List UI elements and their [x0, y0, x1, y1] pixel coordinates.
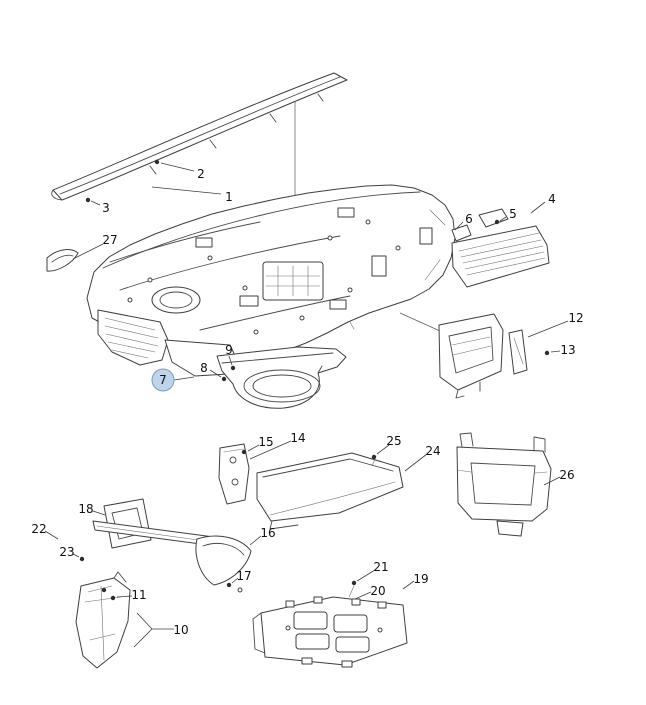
leader-line-2 — [160, 162, 195, 172]
callout-25[interactable]: 25 — [386, 434, 401, 448]
side-bracket-part — [218, 443, 250, 505]
fastener-dot — [241, 449, 247, 455]
fastener-dot — [110, 595, 116, 601]
fastener-dot — [221, 376, 227, 382]
corner-trim-part — [46, 249, 79, 272]
leader-line-6 — [454, 221, 464, 231]
callout-22[interactable]: 22 — [31, 522, 46, 536]
leader-line-9 — [228, 355, 233, 366]
glovebox-tray-part — [216, 346, 347, 409]
callout-16[interactable]: 16 — [260, 526, 275, 540]
callout-8[interactable]: 8 — [200, 361, 208, 375]
callout-20[interactable]: 20 — [370, 584, 385, 598]
callout-12[interactable]: 12 — [568, 311, 583, 325]
column-trim-part — [195, 535, 252, 593]
callout-6[interactable]: 6 — [465, 212, 473, 226]
leader-line-13 — [550, 350, 561, 353]
leader-line-7 — [173, 376, 195, 381]
callout-3[interactable]: 3 — [102, 201, 110, 215]
leader-line-21 — [356, 569, 376, 582]
leader-line-25 — [376, 444, 390, 455]
leader-line-14 — [249, 440, 292, 460]
callout-9[interactable]: 9 — [225, 343, 233, 357]
leader-line-16 — [249, 535, 262, 546]
callout-27[interactable]: 27 — [102, 233, 117, 247]
center-stack-part — [438, 313, 528, 399]
fastener-dot — [154, 159, 160, 165]
callout-5[interactable]: 5 — [509, 207, 517, 221]
fastener-dot — [101, 587, 107, 593]
fastener-dot — [85, 197, 91, 203]
leader-line-23 — [72, 553, 80, 558]
callout-2[interactable]: 2 — [197, 167, 205, 181]
callout-11[interactable]: 11 — [131, 588, 146, 602]
leader-line-5 — [499, 216, 507, 222]
callout-1[interactable]: 1 — [225, 190, 233, 204]
fastener-dot — [226, 582, 232, 588]
fastener-dot — [351, 580, 357, 586]
fastener-dot — [79, 556, 85, 562]
lower-center-panel-part — [252, 585, 408, 668]
callout-15[interactable]: 15 — [258, 435, 273, 449]
leader-line-8 — [209, 369, 222, 378]
callout-highlight — [151, 368, 175, 392]
leader-line-20 — [354, 591, 372, 600]
callout-10[interactable]: 10 — [173, 623, 188, 637]
callout-19[interactable]: 19 — [413, 572, 428, 586]
fastener-dot — [371, 454, 377, 460]
leader-line-11 — [116, 595, 133, 598]
leader-line-24 — [404, 453, 428, 472]
leader-line-19 — [402, 580, 415, 590]
callout-21[interactable]: 21 — [373, 560, 388, 574]
leader-line-4 — [530, 201, 546, 214]
callout-23[interactable]: 23 — [59, 545, 74, 559]
callout-4[interactable]: 4 — [548, 192, 556, 206]
callout-7[interactable]: 7 — [159, 373, 167, 387]
callout-18[interactable]: 18 — [78, 502, 93, 516]
console-frame-part — [456, 432, 552, 537]
leader-line-3 — [90, 200, 101, 206]
fastener-dot — [544, 350, 550, 356]
leader-line-27 — [72, 243, 104, 260]
callout-14[interactable]: 14 — [290, 431, 305, 445]
callout-13[interactable]: 13 — [560, 343, 575, 357]
leader-line-26 — [543, 476, 561, 486]
leader-line-17 — [231, 577, 239, 584]
leader-line-10 — [133, 628, 153, 648]
leader-line-22 — [44, 530, 59, 540]
callout-24[interactable]: 24 — [425, 444, 440, 458]
leader-line-15 — [247, 444, 260, 452]
dashboard-body-part — [86, 184, 456, 377]
callout-17[interactable]: 17 — [236, 569, 251, 583]
cluster-trim-part — [451, 208, 550, 288]
fastener-dot — [494, 219, 500, 225]
end-panel-part — [75, 571, 131, 669]
fastener-dot — [230, 365, 236, 371]
knee-bolster-part — [256, 452, 404, 530]
leader-line-12 — [527, 320, 569, 338]
leader-line-18 — [92, 510, 106, 516]
windshield-trim-part — [51, 72, 348, 201]
leader-line-10 — [136, 612, 153, 630]
callout-26[interactable]: 26 — [559, 468, 574, 482]
leader-line-1 — [151, 186, 222, 195]
